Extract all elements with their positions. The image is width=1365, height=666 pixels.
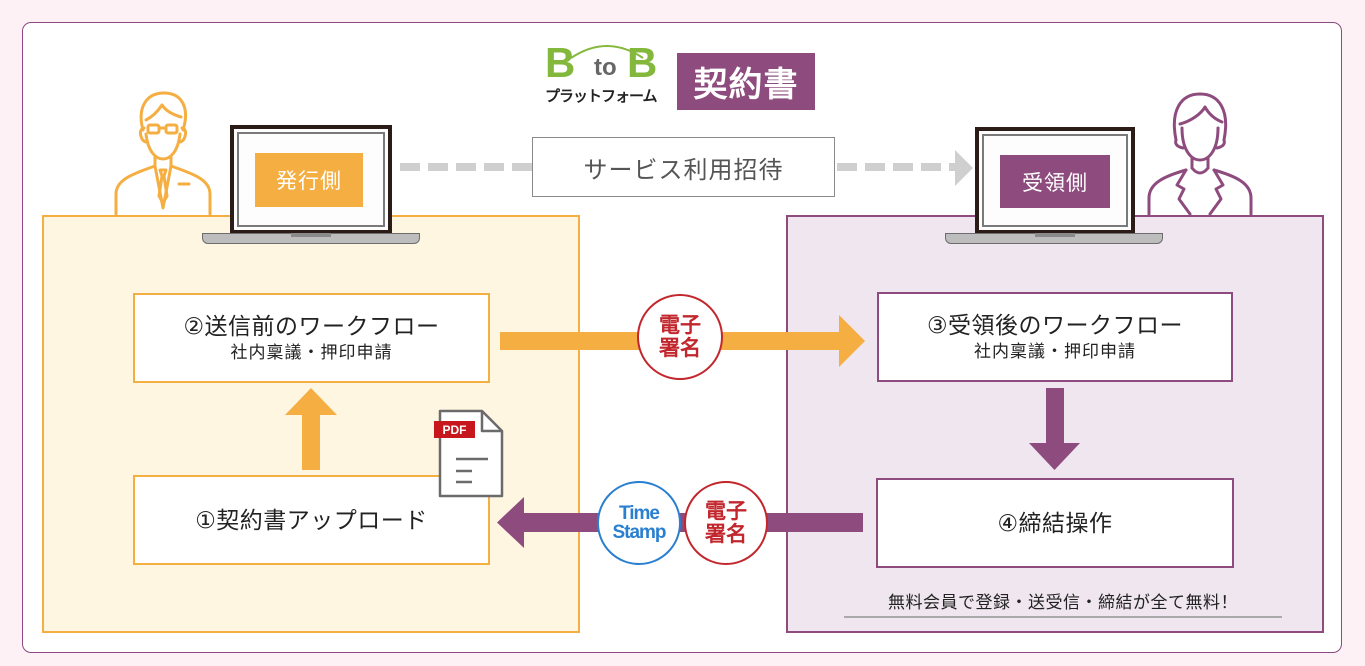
arrow-up-icon [285, 388, 337, 470]
recipient-label: 受領側 [1000, 155, 1110, 208]
seal-line: 電子 [659, 314, 701, 337]
seal-line: 署名 [705, 523, 747, 546]
step-title: ②送信前のワークフロー [183, 313, 440, 339]
step-title: ④締結操作 [997, 510, 1113, 536]
laptop-notch [291, 233, 331, 237]
logo-subtitle: プラットフォーム [545, 88, 658, 105]
contract-badge: 契約書 [677, 53, 815, 110]
step-4-conclusion: ④締結操作 [876, 478, 1234, 568]
e-signature-seal-bottom: 電子 署名 [684, 481, 768, 565]
seal-line: 電子 [705, 500, 747, 523]
laptop-notch [1035, 233, 1075, 237]
free-membership-note: 無料会員で登録・送受信・締結が全て無料！ [844, 590, 1282, 618]
step-subtitle: 社内稟議・押印申請 [230, 343, 393, 362]
businesswoman-icon [1147, 92, 1253, 216]
laptop-screen [982, 134, 1128, 227]
invite-dashed-line-left [400, 163, 532, 171]
btob-platform-logo: B to B プラットフォーム [545, 42, 670, 112]
step-subtitle: 社内稟議・押印申請 [974, 342, 1136, 361]
service-invite-box: サービス利用招待 [532, 137, 835, 197]
invite-dashed-line-right [837, 163, 957, 171]
logo-letter-to: to [594, 54, 617, 81]
timestamp-seal: Time Stamp [597, 481, 681, 565]
step-title: ①契約書アップロード [195, 507, 428, 533]
seal-line: Stamp [612, 522, 666, 543]
step-1-contract-upload: ①契約書アップロード [133, 475, 490, 565]
laptop-screen [237, 132, 385, 227]
logo-letter-b: B [627, 39, 658, 86]
pdf-file-icon: PDF [434, 409, 504, 498]
step-title: ③受領後のワークフロー [926, 312, 1184, 338]
step-2-pre-send-workflow: ②送信前のワークフロー 社内稟議・押印申請 [133, 293, 490, 383]
businessman-icon [114, 91, 212, 216]
pdf-tag: PDF [443, 423, 467, 437]
logo-letter-b: B [545, 39, 576, 86]
e-signature-seal-top: 電子 署名 [637, 294, 723, 380]
arrow-down-icon [1029, 388, 1080, 470]
issuer-label: 発行側 [255, 153, 363, 207]
step-3-post-receipt-workflow: ③受領後のワークフロー 社内稟議・押印申請 [877, 292, 1233, 382]
seal-line: Time [618, 503, 660, 524]
invite-arrowhead-icon [955, 150, 973, 186]
logo-arc-icon [570, 45, 644, 59]
seal-line: 署名 [659, 337, 701, 360]
